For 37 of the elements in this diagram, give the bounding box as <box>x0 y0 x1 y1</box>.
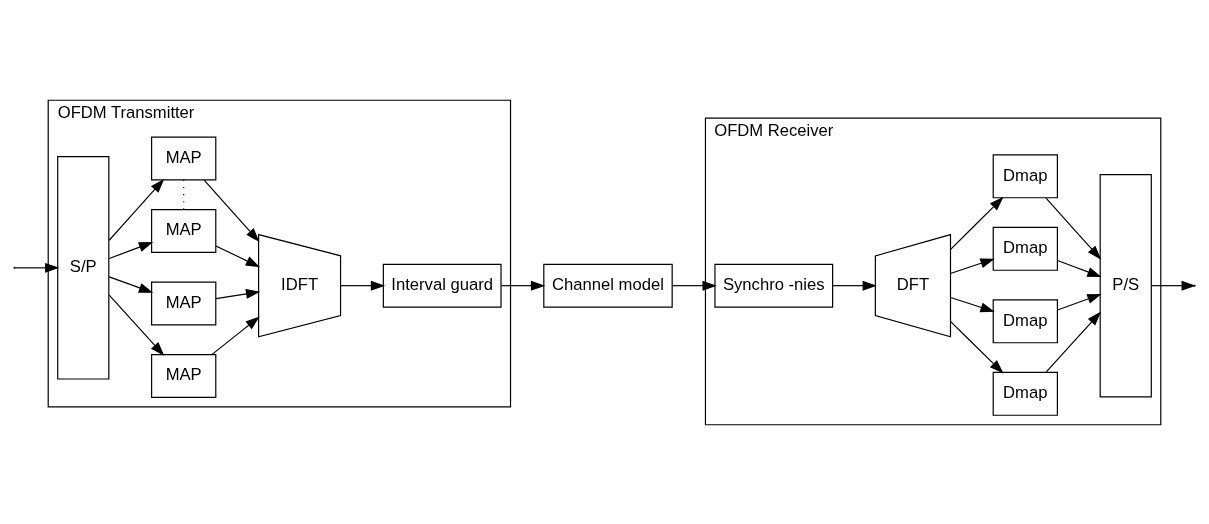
node-box: Dmap <box>992 371 1058 416</box>
node-box: Dmap <box>992 226 1058 271</box>
node-box: P/S <box>1099 173 1152 397</box>
arrow <box>949 258 995 274</box>
node-box: MAP <box>151 208 217 253</box>
arrow <box>949 196 1004 250</box>
node-box: MAP <box>151 281 217 325</box>
arrow <box>108 241 154 259</box>
node-box: MAP <box>151 136 217 180</box>
arrow <box>949 320 1004 374</box>
node-box: Channel model <box>543 263 673 308</box>
arrow <box>215 244 261 267</box>
node-box: Dmap <box>992 298 1058 343</box>
node-box: IDFT <box>258 233 342 338</box>
arrow <box>215 288 261 299</box>
node-box: S/P <box>57 155 110 380</box>
node-box: DFT <box>874 233 952 338</box>
arrow <box>108 275 154 293</box>
arrow <box>1045 311 1102 373</box>
node-box: MAP <box>151 353 217 398</box>
arrow <box>340 280 386 291</box>
arrow <box>832 280 877 291</box>
arrow <box>108 178 165 241</box>
node-box: Dmap <box>992 153 1058 198</box>
arrow <box>1056 259 1102 277</box>
arrow <box>1056 293 1102 311</box>
node-box: Interval guard <box>382 263 502 308</box>
arrow <box>1150 280 1196 291</box>
arrow <box>203 178 260 242</box>
arrow <box>949 296 995 312</box>
arrow <box>211 315 260 355</box>
node-box: Synchro -nies <box>714 263 834 308</box>
arrow <box>500 280 546 291</box>
arrow <box>671 280 717 291</box>
arrow <box>1045 196 1102 260</box>
arrow <box>14 262 60 273</box>
arrow <box>108 294 165 356</box>
